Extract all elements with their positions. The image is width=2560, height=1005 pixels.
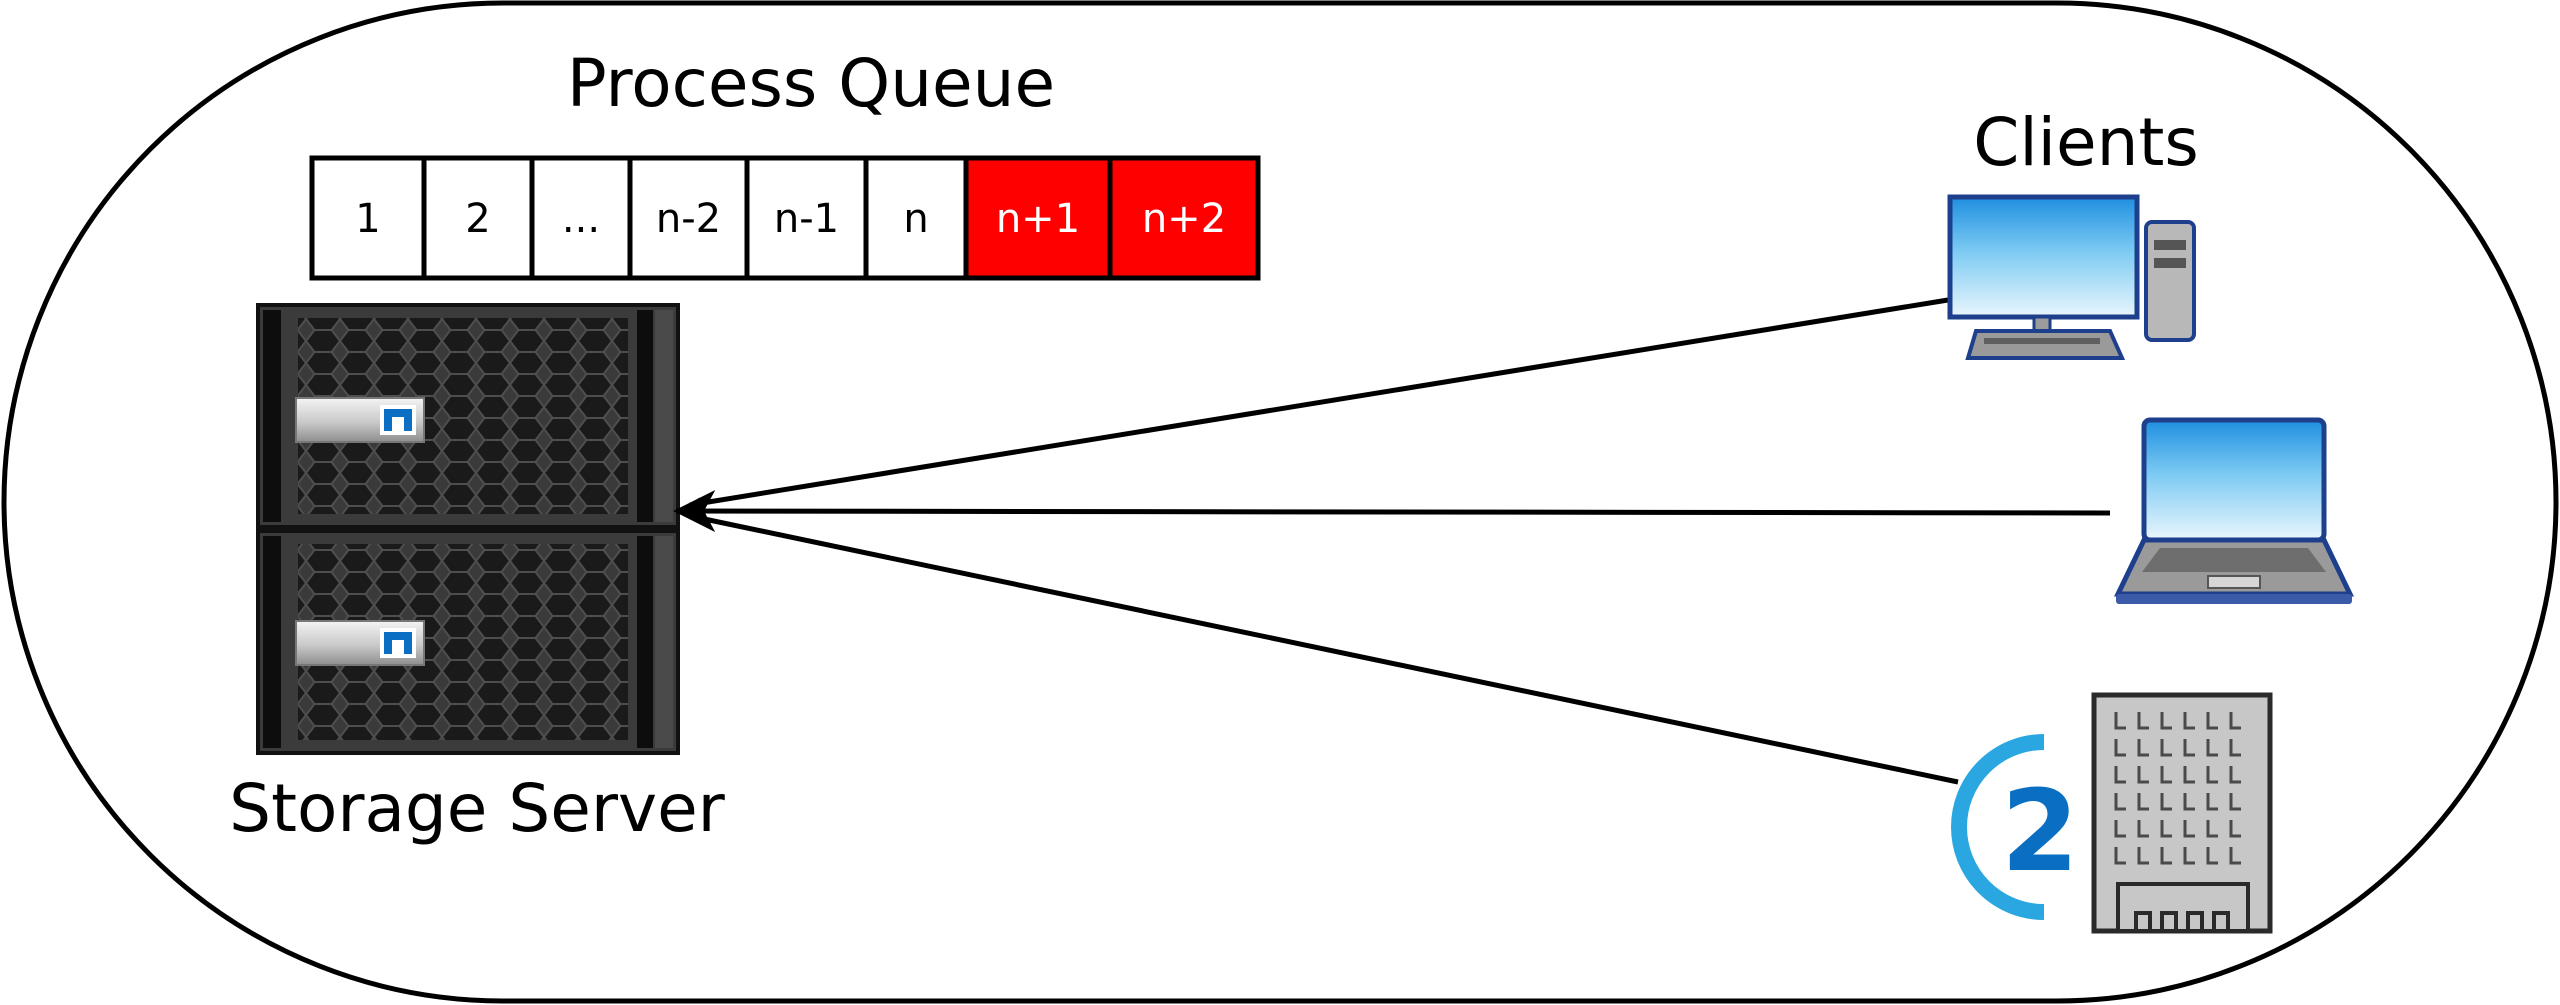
building-window bbox=[2160, 793, 2172, 811]
building-window bbox=[2137, 712, 2149, 730]
queue-cell: n+1 bbox=[963, 155, 1113, 281]
badge-icon: 2 bbox=[1951, 734, 2079, 920]
queue-cell-label: n+2 bbox=[1142, 196, 1226, 242]
storage-server-icon bbox=[256, 303, 680, 755]
building-window bbox=[2206, 793, 2218, 811]
queue-cell-label: 1 bbox=[355, 196, 380, 242]
building-window bbox=[2114, 820, 2126, 838]
building-window bbox=[2114, 712, 2126, 730]
building-window bbox=[2114, 847, 2126, 865]
building-window bbox=[2229, 739, 2241, 757]
queue-cell-box bbox=[627, 155, 750, 281]
queue-cell-label: 2 bbox=[465, 196, 490, 242]
building-window bbox=[2183, 820, 2195, 838]
server-label: Storage Server bbox=[229, 770, 726, 847]
queue-cell-label: n+1 bbox=[996, 196, 1080, 242]
building-window bbox=[2137, 766, 2149, 784]
building-windows bbox=[2114, 712, 2241, 865]
building-window bbox=[2114, 793, 2126, 811]
queue-cell: ... bbox=[529, 155, 633, 281]
laptop-icon bbox=[2114, 417, 2354, 604]
queue-cell: n bbox=[863, 155, 969, 281]
queue-cell-box bbox=[421, 155, 535, 281]
building-window bbox=[2206, 712, 2218, 730]
queue-cell: 1 bbox=[309, 155, 427, 281]
building-window bbox=[2160, 847, 2172, 865]
building-window bbox=[2229, 820, 2241, 838]
queue-cell-box bbox=[309, 155, 427, 281]
queue-cell: n+2 bbox=[1107, 155, 1261, 281]
queue-title: Process Queue bbox=[567, 45, 1055, 122]
queue-cell-label: n-1 bbox=[774, 196, 839, 242]
desktop-computer-icon bbox=[1947, 194, 2196, 360]
building-window bbox=[2183, 739, 2195, 757]
badge-number: 2 bbox=[2001, 767, 2079, 897]
queue-cell-box bbox=[863, 155, 969, 281]
building-window bbox=[2160, 739, 2172, 757]
building-window bbox=[2229, 766, 2241, 784]
clients-label: Clients bbox=[1973, 104, 2198, 181]
queue-cell: 2 bbox=[421, 155, 535, 281]
building-window bbox=[2114, 739, 2126, 757]
building-window bbox=[2114, 766, 2126, 784]
office-building-icon bbox=[2091, 692, 2273, 934]
building-window bbox=[2137, 739, 2149, 757]
queue-cell-label: ... bbox=[562, 196, 600, 242]
queue-cell-label: n-2 bbox=[656, 196, 721, 242]
desktop-to-server-arrow bbox=[688, 297, 1949, 510]
building-window bbox=[2160, 766, 2172, 784]
building-window bbox=[2206, 820, 2218, 838]
building-to-server-arrow bbox=[688, 512, 1959, 785]
building-window bbox=[2137, 820, 2149, 838]
queue-cell-box bbox=[744, 155, 869, 281]
building-window bbox=[2183, 793, 2195, 811]
building-window bbox=[2206, 739, 2218, 757]
queue-cell: n-1 bbox=[744, 155, 869, 281]
building-window bbox=[2229, 712, 2241, 730]
building-window bbox=[2183, 847, 2195, 865]
queue-cell-box bbox=[1107, 155, 1261, 281]
queue-cell-box bbox=[529, 155, 633, 281]
process-queue: 1 2... n-2 n-1 n n+1 n+2 bbox=[309, 155, 1261, 281]
building-window bbox=[2137, 847, 2149, 865]
building-window bbox=[2183, 766, 2195, 784]
building-window bbox=[2137, 793, 2149, 811]
building-window bbox=[2229, 847, 2241, 865]
building-window bbox=[2206, 766, 2218, 784]
queue-cell-label: n bbox=[903, 196, 928, 242]
building-window bbox=[2206, 847, 2218, 865]
building-window bbox=[2160, 820, 2172, 838]
laptop-to-server-arrow bbox=[673, 490, 2111, 533]
building-window bbox=[2229, 793, 2241, 811]
building-window bbox=[2160, 712, 2172, 730]
queue-cell: n-2 bbox=[627, 155, 750, 281]
building-window bbox=[2183, 712, 2195, 730]
